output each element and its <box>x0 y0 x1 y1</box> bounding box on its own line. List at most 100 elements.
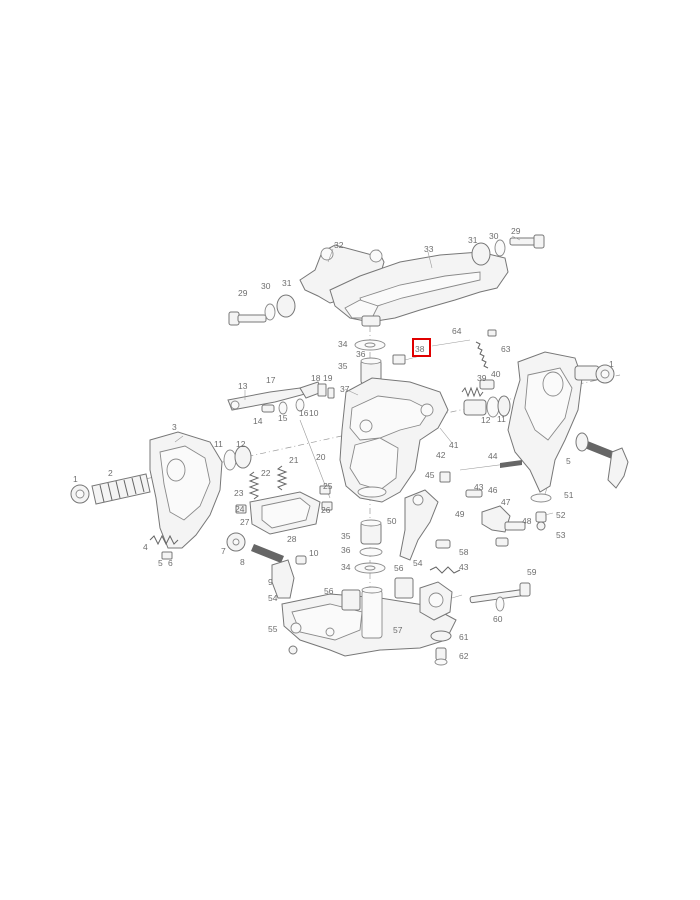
bracket-hole-right <box>325 627 335 637</box>
callout-label: 62 <box>459 651 469 661</box>
callout-label: 30 <box>489 231 499 241</box>
left-bushings <box>223 445 252 471</box>
pin-14 <box>261 404 275 413</box>
bolt-62 <box>435 647 447 661</box>
callout-label: 54 <box>268 593 278 603</box>
bushing-31-right <box>471 242 491 266</box>
callout-label: 42 <box>436 450 446 460</box>
nut-55 <box>288 645 298 655</box>
callout-label: 17 <box>266 375 276 385</box>
arm-33-web <box>344 299 379 319</box>
pad-56-left <box>341 589 361 611</box>
callout-label: 36 <box>341 545 351 555</box>
right-center-parts <box>461 379 511 418</box>
knob-7-hub <box>232 538 240 546</box>
leader <box>174 435 184 443</box>
callout-label: 64 <box>452 326 462 336</box>
callout-label: 20 <box>316 452 326 462</box>
clamp-bracket-right <box>507 351 615 493</box>
callout-label: 36 <box>356 349 366 359</box>
leader <box>431 339 471 347</box>
callout-label: 1 <box>609 359 614 369</box>
callout-label: 48 <box>522 516 532 526</box>
callout-label: 5 <box>566 456 571 466</box>
bolt-29-right-head <box>533 234 545 249</box>
callout-label: 29 <box>511 226 521 236</box>
leader <box>544 512 554 516</box>
washer-34-upper-hole <box>364 342 376 348</box>
clip-18 <box>317 383 327 397</box>
left-lower-hardware <box>149 532 307 599</box>
swivel-bracket-pocket <box>349 437 399 491</box>
bolt-10 <box>295 555 307 565</box>
callout-label: 55 <box>268 624 278 634</box>
callout-label: 31 <box>282 278 292 288</box>
callout-label: 15 <box>278 413 288 423</box>
bolt-62-head <box>434 658 448 666</box>
right-lower-hardware <box>530 493 552 531</box>
highlighted-callout-38[interactable] <box>412 338 431 357</box>
callout-label: 53 <box>556 530 566 540</box>
callout-label: 35 <box>338 361 348 371</box>
washer-15 <box>278 401 288 415</box>
callout-label: 63 <box>501 344 511 354</box>
spring-58 <box>429 566 461 574</box>
callout-label: 38 <box>415 344 425 354</box>
callout-label: 60 <box>493 614 503 624</box>
link-25 <box>319 485 331 495</box>
callout-label: 59 <box>527 567 537 577</box>
washer-30-left <box>264 303 276 321</box>
part-58-cluster <box>419 566 461 621</box>
leader <box>544 487 548 495</box>
arm-bushings-right <box>471 234 545 266</box>
bolt-48 <box>504 521 526 531</box>
nut-1-right-hole <box>600 369 610 379</box>
callout-label: 33 <box>424 244 434 254</box>
lever-49-50 <box>399 489 451 561</box>
callout-label: 56 <box>324 586 334 596</box>
leader <box>427 251 433 269</box>
link-45 <box>439 471 451 483</box>
link-26 <box>321 501 333 511</box>
callout-label: 52 <box>556 510 566 520</box>
callout-label: 57 <box>393 625 403 635</box>
pin-5 <box>161 551 173 560</box>
swivel-pivot-right <box>420 403 434 417</box>
spring-21 <box>276 465 288 491</box>
callout-label: 13 <box>238 381 248 391</box>
callout-label: 19 <box>323 373 333 383</box>
callout-label: 46 <box>488 485 498 495</box>
callout-label: 9 <box>268 577 273 587</box>
bushing-40 <box>479 379 495 390</box>
center-stack-lower <box>354 519 386 574</box>
callout-label: 30 <box>261 281 271 291</box>
callout-label: 43 <box>474 482 484 492</box>
bushing-11-right <box>463 399 487 416</box>
leader-lines <box>174 235 554 599</box>
clamp-screw-right-thread <box>582 440 620 461</box>
bushing-35-upper-top <box>360 357 382 365</box>
swivel-bore <box>357 486 387 498</box>
tube-57-top <box>361 586 383 594</box>
clamp-bracket-left <box>149 431 223 549</box>
washer-30-right <box>494 239 506 257</box>
leader <box>511 235 521 241</box>
tube-to-nut-right <box>574 365 600 381</box>
callout-label: 27 <box>240 517 250 527</box>
left-tilt-tube <box>70 473 151 505</box>
handle-9 <box>271 559 295 599</box>
callout-label: 37 <box>340 384 350 394</box>
washer-34-lower-hole <box>364 565 376 571</box>
callout-label: 22 <box>261 468 271 478</box>
callout-label: 18 <box>311 373 321 383</box>
callout-label: 45 <box>425 470 435 480</box>
washer-36 <box>359 547 383 557</box>
tilt-lock-lever <box>227 381 335 415</box>
lever-13-eye <box>230 400 240 410</box>
callout-label: 54 <box>413 558 423 568</box>
callout-label: 5 <box>158 558 163 568</box>
callout-label: 29 <box>238 288 248 298</box>
callout-label: 28 <box>287 534 297 544</box>
nut-53 <box>536 521 546 531</box>
